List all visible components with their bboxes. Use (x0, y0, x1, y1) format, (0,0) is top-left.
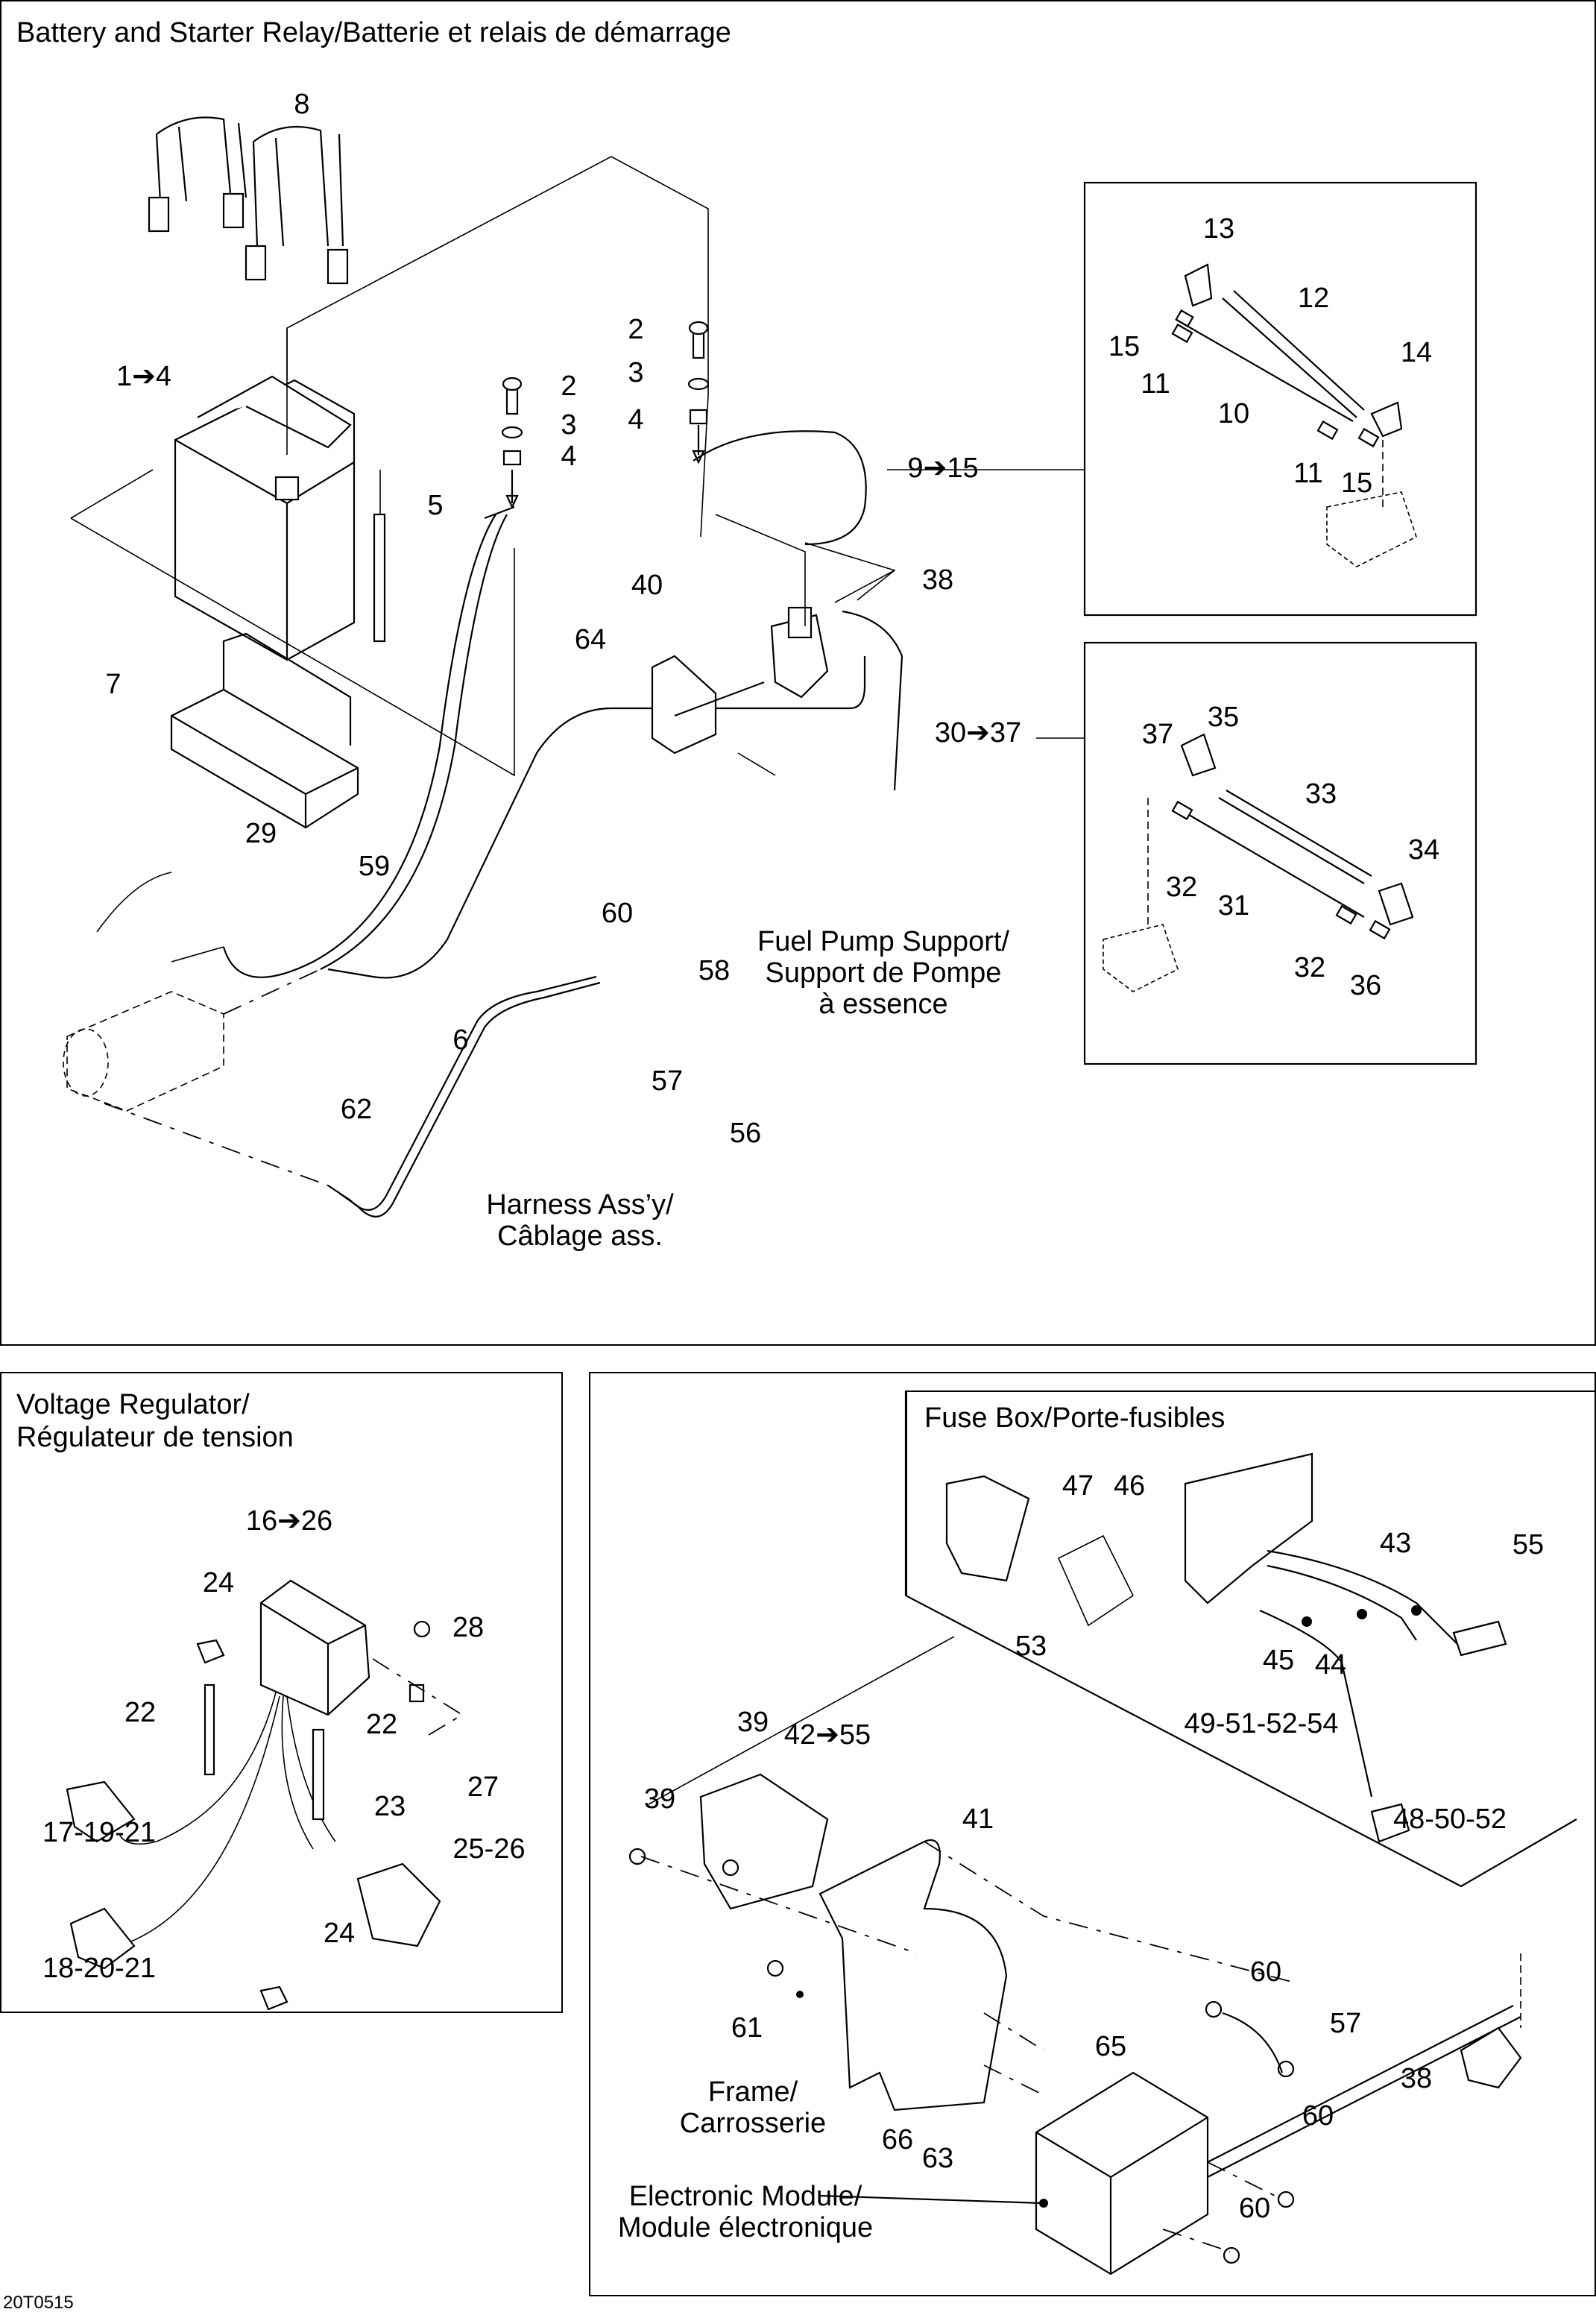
positive-cable-kit (1171, 263, 1417, 567)
starter-cable-kit (1103, 733, 1414, 992)
callout-10: 10 (1217, 398, 1250, 429)
callout-57: 57 (651, 1065, 684, 1097)
callout-22: 22 (365, 1709, 398, 1740)
callout-9-15: 9➔15 (907, 453, 979, 484)
callout-30-37: 30➔37 (934, 717, 1022, 749)
callout-38: 38 (921, 564, 954, 596)
callout-49-51-52-54: 49-51-52-54 (1184, 1708, 1339, 1739)
callout-53: 53 (1015, 1631, 1047, 1662)
callout-65: 65 (1094, 2031, 1127, 2062)
battery-starter-relay-panel (0, 0, 1596, 1346)
callout-35: 35 (1207, 702, 1240, 733)
callout-4: 4 (628, 404, 644, 435)
callout-2: 2 (628, 314, 644, 345)
fuel-pump-support-note: Fuel Pump Support/ Support de Pompe à es… (757, 926, 1009, 1020)
voltage-regulator-unit (66, 1579, 464, 2011)
callout-46: 46 (1113, 1470, 1146, 1502)
callout-34: 34 (1407, 834, 1440, 866)
callout-57: 57 (1329, 2008, 1362, 2039)
callout-15: 15 (1108, 331, 1141, 362)
bolt-washer-nut-left (501, 377, 523, 466)
callout-43: 43 (1379, 1528, 1412, 1559)
callout-40: 40 (631, 570, 663, 601)
callout-62: 62 (340, 1094, 373, 1125)
callout-45: 45 (1262, 1645, 1295, 1676)
callout-29: 29 (245, 818, 277, 849)
callout-37: 37 (1141, 719, 1174, 750)
callout-32: 32 (1293, 952, 1326, 983)
callout-28: 28 (452, 1612, 485, 1643)
callout-7: 7 (105, 669, 122, 700)
callout-1-4: 1➔4 (116, 361, 172, 392)
callout-22: 22 (124, 1697, 157, 1728)
callout-64: 64 (574, 624, 607, 655)
callout-47: 47 (1062, 1470, 1094, 1502)
callout-27: 27 (467, 1771, 499, 1803)
starter-relay (770, 606, 829, 699)
callout-3: 3 (628, 357, 644, 388)
voltage-regulator-panel (0, 1372, 563, 2013)
starter-motor (63, 991, 224, 1112)
callout-3: 3 (561, 409, 577, 441)
callout-60: 60 (601, 898, 634, 929)
battery (174, 375, 356, 661)
frame-note: Frame/ Carrosserie (679, 2076, 827, 2139)
fuse-box-section-title: Fuse Box/Porte-fusibles (924, 1402, 1226, 1434)
callout-58: 58 (698, 955, 731, 986)
callout-60: 60 (1302, 2100, 1334, 2132)
callout-14: 14 (1400, 337, 1433, 368)
figure-code: 20T0515 (3, 2293, 74, 2313)
callout-16-26: 16➔26 (245, 1505, 333, 1537)
callout-24: 24 (323, 1918, 356, 1949)
callout-25-26: 25-26 (452, 1833, 526, 1865)
callout-55: 55 (1512, 1529, 1545, 1560)
callout-2: 2 (561, 371, 577, 402)
battery-section-title: Battery and Starter Relay/Batterie et re… (16, 17, 731, 48)
callout-11: 11 (1293, 458, 1323, 489)
callout-38: 38 (1400, 2063, 1433, 2094)
callout-39: 39 (643, 1783, 676, 1815)
callout-4: 4 (561, 441, 577, 472)
callout-59: 59 (358, 851, 391, 882)
callout-36: 36 (1349, 970, 1382, 1001)
callout-12: 12 (1297, 283, 1330, 314)
callout-61: 61 (731, 2012, 763, 2044)
voltage-regulator-section-title: Voltage Regulator/ Régulateur de tension (16, 1389, 294, 1453)
callout-42-55: 42➔55 (783, 1719, 871, 1751)
harness-assembly-note: Harness Ass’y/ Câblage ass. (486, 1189, 674, 1252)
callout-66: 66 (881, 2124, 914, 2155)
electronic-module-note: Electronic Module/ Module électronique (617, 2181, 874, 2243)
module-bracket-assembly (628, 1773, 1522, 2275)
battery-straps (148, 116, 349, 285)
electronic-module-panel (589, 1372, 1596, 2296)
callout-6: 6 (452, 1024, 469, 1056)
callout-32: 32 (1165, 872, 1198, 903)
callout-31: 31 (1217, 890, 1250, 922)
callout-44: 44 (1314, 1649, 1347, 1681)
callout-39: 39 (737, 1707, 769, 1738)
callout-48-50-52: 48-50-52 (1392, 1804, 1507, 1835)
callout-41: 41 (962, 1804, 994, 1835)
callout-17-19-21: 17-19-21 (42, 1817, 157, 1848)
bolt-washer-nut-right (687, 321, 710, 425)
battery-tray (170, 632, 359, 829)
callout-8: 8 (294, 89, 310, 120)
callout-18-20-21: 18-20-21 (42, 1953, 157, 1984)
callout-56: 56 (729, 1118, 762, 1149)
fuse-box-panel (906, 1390, 1596, 1596)
callout-24: 24 (202, 1567, 235, 1599)
callout-23: 23 (373, 1791, 406, 1822)
callout-11: 11 (1141, 368, 1170, 400)
callout-15: 15 (1340, 467, 1373, 499)
callout-60: 60 (1249, 1956, 1282, 1988)
callout-13: 13 (1202, 213, 1235, 245)
callout-5: 5 (427, 490, 444, 521)
callout-63: 63 (921, 2143, 954, 2174)
callout-60: 60 (1238, 2193, 1271, 2224)
callout-33: 33 (1305, 778, 1337, 810)
fuse-box-parts (945, 1452, 1507, 1843)
